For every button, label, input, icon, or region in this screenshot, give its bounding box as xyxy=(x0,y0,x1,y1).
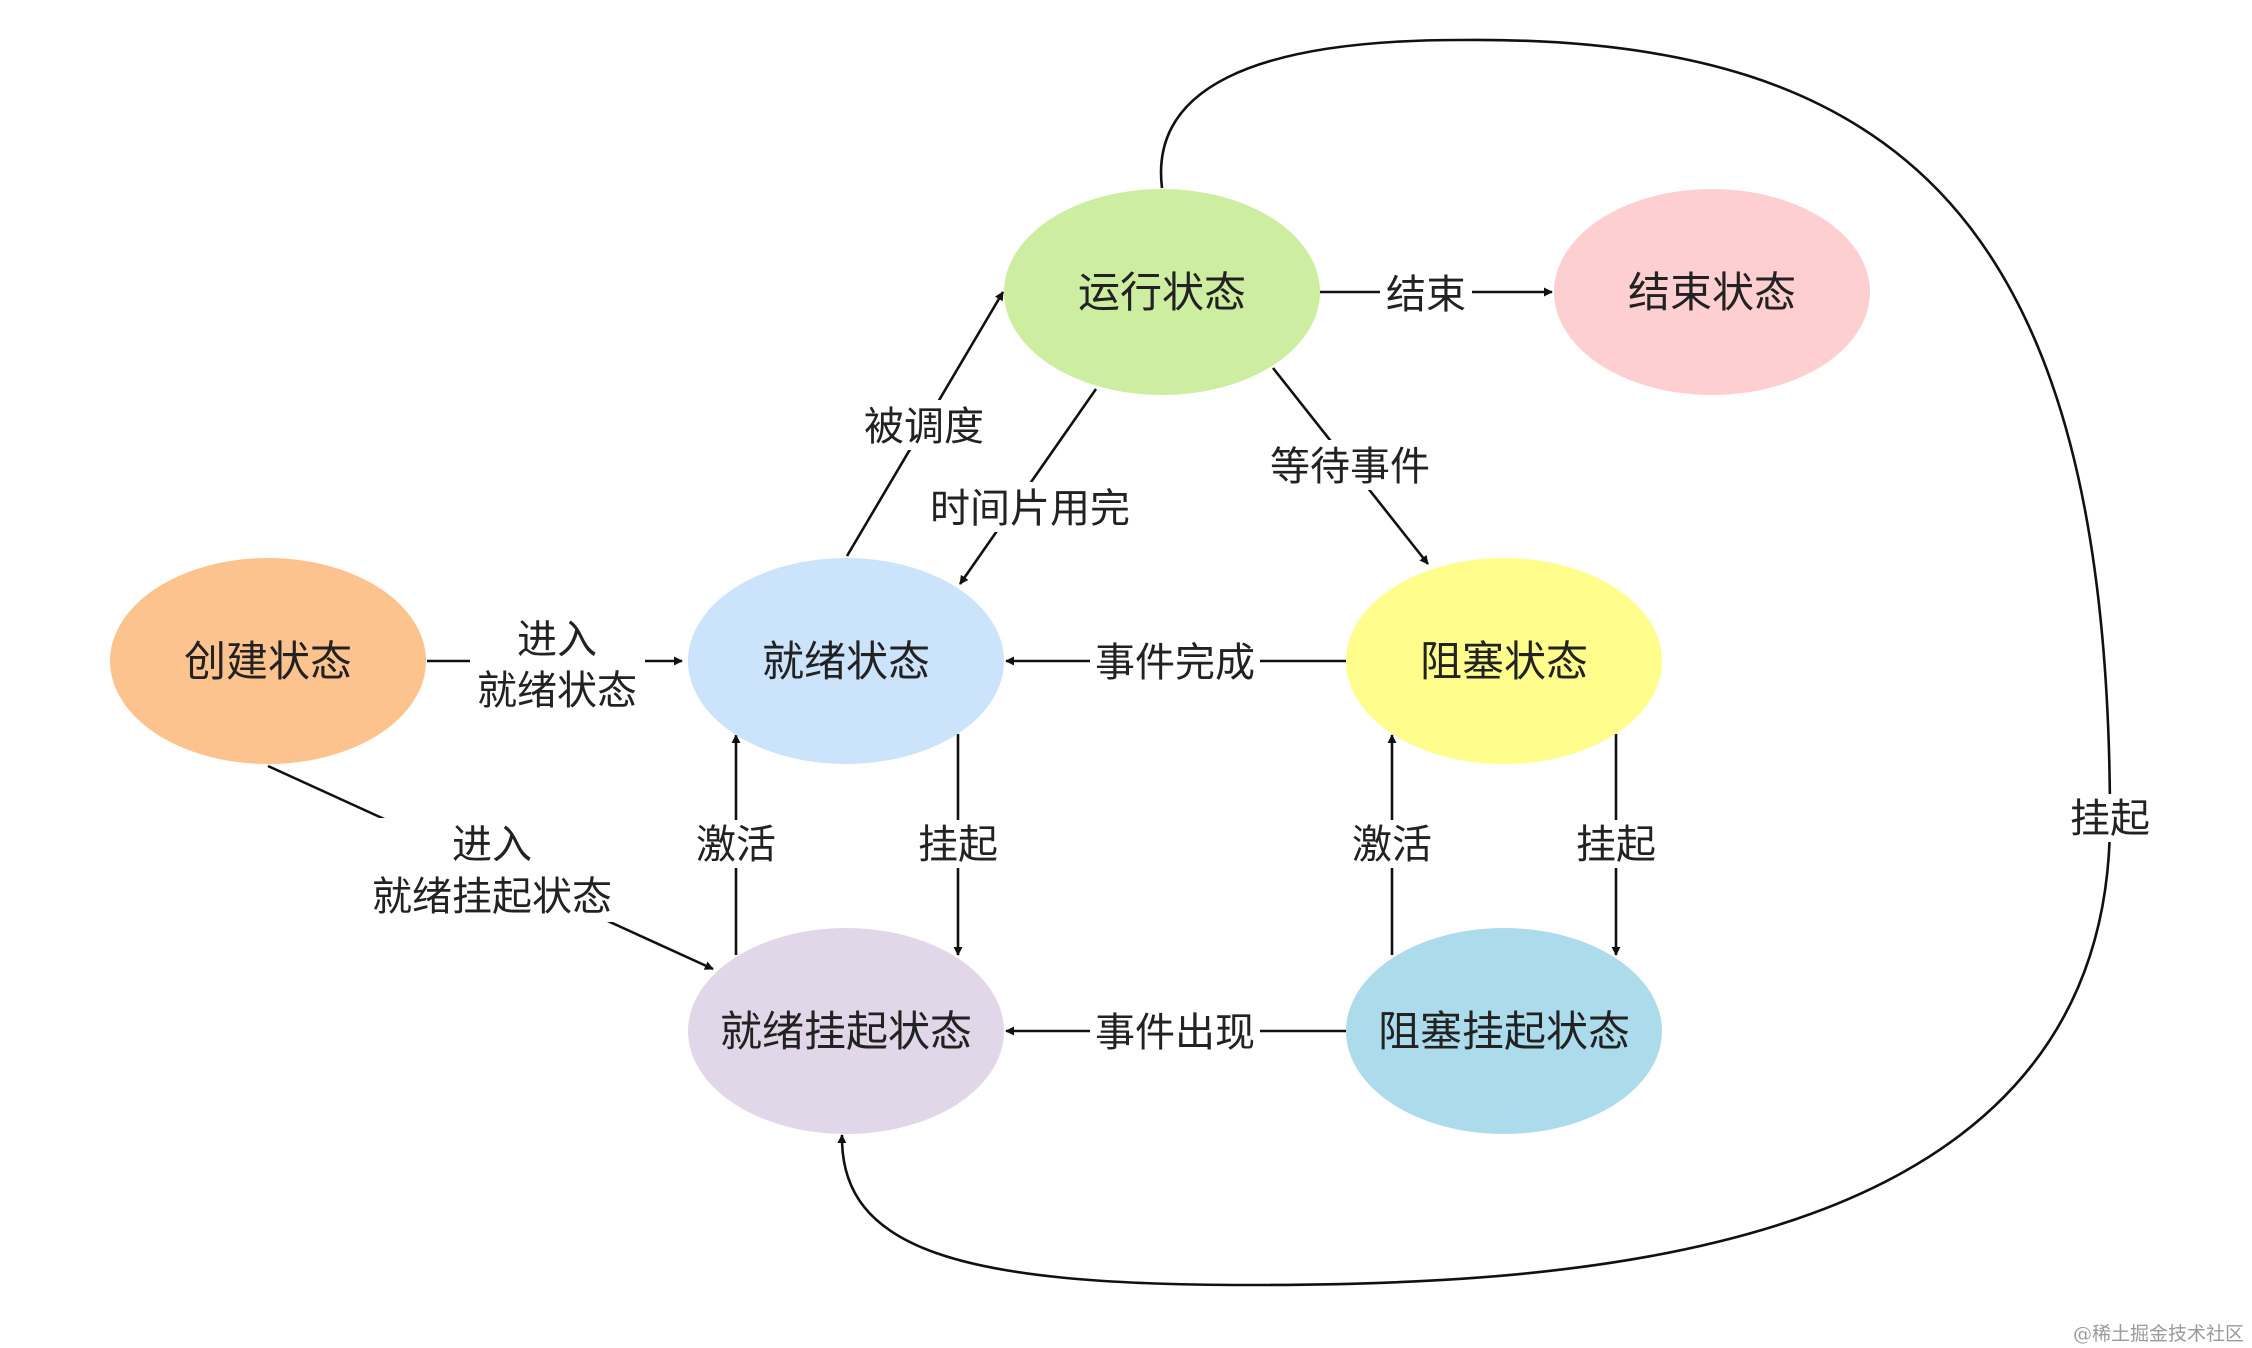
svg-text:挂起: 挂起 xyxy=(2070,796,2150,842)
label-ready-to-ready-suspended: 挂起 xyxy=(914,820,1002,868)
svg-text:进入: 进入 xyxy=(517,617,597,663)
svg-text:事件出现: 事件出现 xyxy=(1095,1010,1255,1056)
label-ready-suspended-to-ready: 激活 xyxy=(692,820,780,868)
label-running-to-ready-suspended: 挂起 xyxy=(2066,794,2154,842)
svg-text:被调度: 被调度 xyxy=(864,404,984,450)
label-create-to-ready-suspended: 进入 就绪挂起状态 xyxy=(362,818,624,922)
svg-text:就绪状态: 就绪状态 xyxy=(762,637,930,686)
svg-text:激活: 激活 xyxy=(696,822,776,868)
svg-text:进入: 进入 xyxy=(452,822,532,868)
node-blocked: 阻塞状态 xyxy=(1346,558,1662,764)
svg-text:时间片用完: 时间片用完 xyxy=(930,486,1130,532)
svg-text:阻塞挂起状态: 阻塞挂起状态 xyxy=(1378,1007,1630,1056)
svg-text:挂起: 挂起 xyxy=(918,822,998,868)
label-running-to-blocked: 等待事件 xyxy=(1262,440,1437,490)
label-blocked-to-ready: 事件完成 xyxy=(1090,637,1260,686)
svg-text:创建状态: 创建状态 xyxy=(184,637,352,686)
label-blocked-suspended-to-ready-suspended: 事件出现 xyxy=(1090,1007,1260,1056)
label-ready-to-running: 被调度 xyxy=(857,400,991,450)
svg-text:事件完成: 事件完成 xyxy=(1095,640,1255,686)
svg-text:运行状态: 运行状态 xyxy=(1078,268,1246,317)
svg-text:就绪挂起状态: 就绪挂起状态 xyxy=(372,874,612,920)
label-blocked-suspended-to-blocked: 激活 xyxy=(1348,820,1436,868)
node-blocked-suspended: 阻塞挂起状态 xyxy=(1346,928,1662,1134)
watermark: @稀土掘金技术社区 xyxy=(2073,1323,2244,1345)
node-running: 运行状态 xyxy=(1004,189,1320,395)
svg-text:阻塞状态: 阻塞状态 xyxy=(1420,637,1588,686)
label-running-to-ready: 时间片用完 xyxy=(922,482,1137,532)
node-terminated: 结束状态 xyxy=(1554,189,1870,395)
svg-text:等待事件: 等待事件 xyxy=(1270,444,1430,490)
svg-text:结束: 结束 xyxy=(1386,272,1466,318)
svg-text:挂起: 挂起 xyxy=(1576,822,1656,868)
svg-text:就绪状态: 就绪状态 xyxy=(477,668,637,714)
svg-text:结束状态: 结束状态 xyxy=(1628,268,1796,317)
label-running-to-terminated: 结束 xyxy=(1380,270,1472,318)
node-ready: 就绪状态 xyxy=(688,558,1004,764)
node-create: 创建状态 xyxy=(110,558,426,764)
svg-text:激活: 激活 xyxy=(1352,822,1432,868)
label-create-to-ready: 进入 就绪状态 xyxy=(470,615,645,715)
label-blocked-to-blocked-suspended: 挂起 xyxy=(1572,820,1660,868)
svg-text:就绪挂起状态: 就绪挂起状态 xyxy=(720,1007,972,1056)
node-ready-suspended: 就绪挂起状态 xyxy=(688,928,1004,1134)
